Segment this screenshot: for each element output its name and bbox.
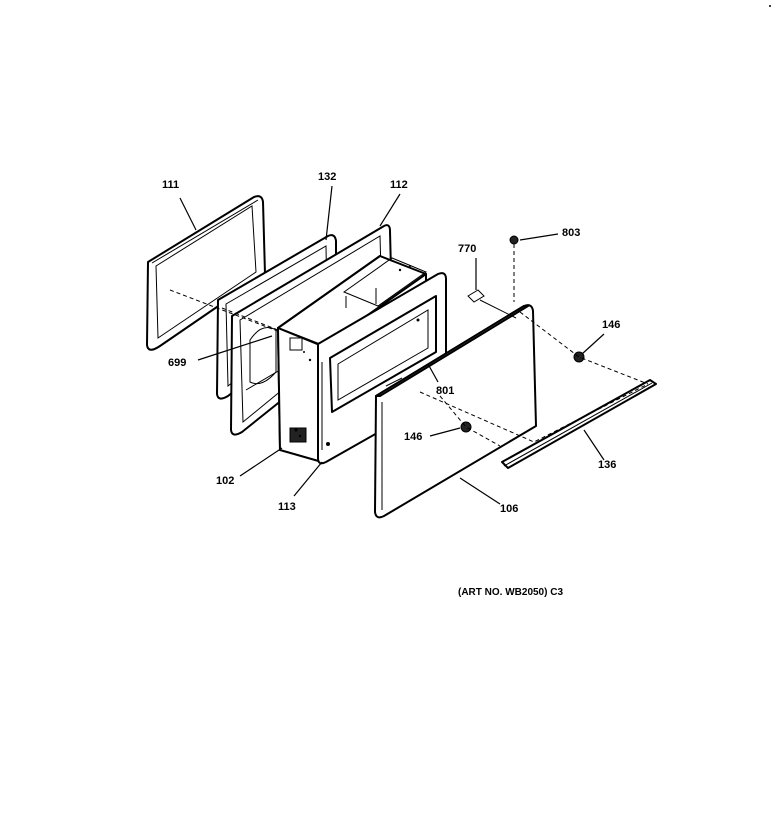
callout-102: 102 (216, 475, 234, 487)
callout-803: 803 (562, 227, 580, 239)
part-803-screw (509, 235, 519, 302)
callout-113: 113 (278, 501, 296, 513)
art-number: (ART NO. WB2050) C3 (458, 587, 563, 598)
corner-mark (769, 5, 771, 7)
part-770-hinge-bracket (467, 258, 517, 319)
part-111-window-frame (146, 195, 266, 351)
part-106-outer-door-panel (374, 304, 537, 519)
leader-lines (179, 185, 605, 505)
callout-699: 699 (168, 357, 186, 369)
callout-770: 770 (458, 243, 476, 255)
callout-132: 132 (318, 171, 336, 183)
callout-106: 106 (500, 503, 518, 515)
callout-112: 112 (390, 179, 408, 191)
callout-146-lower: 146 (404, 431, 422, 443)
callout-136: 136 (598, 459, 616, 471)
callout-801: 801 (436, 385, 454, 397)
callout-111: 111 (162, 179, 179, 191)
part-136-trim-strip (501, 379, 657, 469)
assembly-lines (169, 289, 649, 447)
callout-146-upper: 146 (602, 319, 620, 331)
